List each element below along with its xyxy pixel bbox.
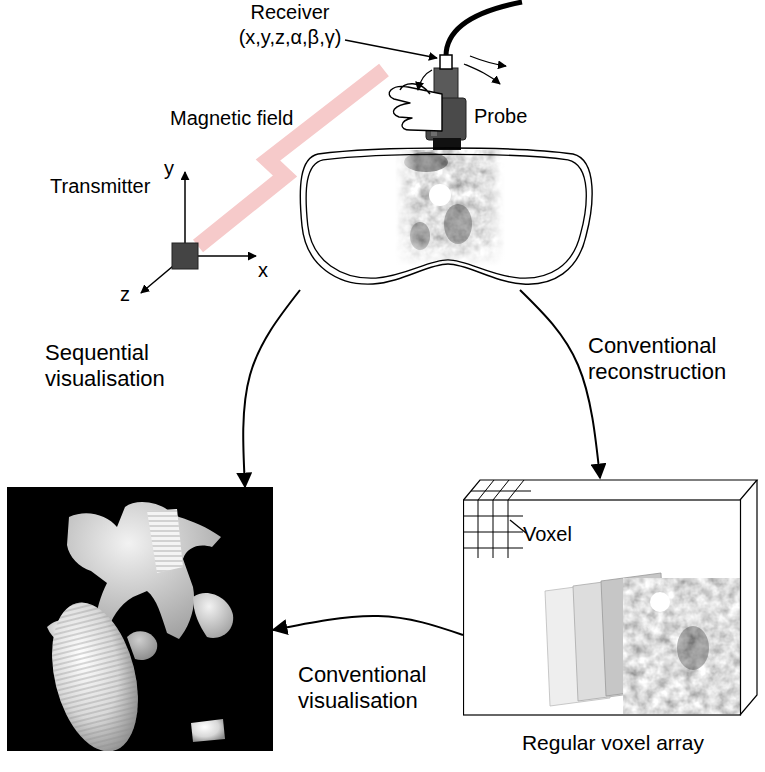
voxel-array-box: Regular voxel array xyxy=(463,478,763,763)
callout-label: z xyxy=(120,282,140,307)
probe-cable xyxy=(446,2,522,56)
callout-label: Transmitter xyxy=(50,174,170,199)
flow-arrow xyxy=(520,290,600,478)
magnetic-field-band xyxy=(198,70,384,246)
motion-arrow xyxy=(464,64,500,84)
body-outline xyxy=(298,146,594,290)
callout-label: x xyxy=(258,258,278,283)
callout-label: Probe xyxy=(474,104,554,129)
callout-label: y xyxy=(164,156,184,181)
callout-label: Magnetic field xyxy=(170,106,330,131)
arrow-label: Conventional visualisation xyxy=(298,662,476,715)
flow-arrow xyxy=(273,616,463,635)
transmitter-symbol xyxy=(141,172,256,293)
callout-label: Receiver (x,y,z,α,β,γ) xyxy=(215,0,365,50)
callout-label: Voxel xyxy=(523,522,603,547)
arrow-label: Sequential visualisation xyxy=(45,340,215,393)
leader-line xyxy=(345,40,437,58)
motion-arrow xyxy=(418,70,432,90)
render-image xyxy=(7,487,273,751)
body-cross-section xyxy=(298,146,594,290)
hand-drawing xyxy=(389,84,442,131)
surface-render xyxy=(7,487,273,751)
flow-arrow xyxy=(243,290,300,487)
voxel-cube xyxy=(463,478,763,718)
motion-arrow xyxy=(470,56,506,66)
node-heading: Regular voxel array xyxy=(463,731,763,755)
arrow-label: Conventional reconstruction xyxy=(588,333,765,386)
